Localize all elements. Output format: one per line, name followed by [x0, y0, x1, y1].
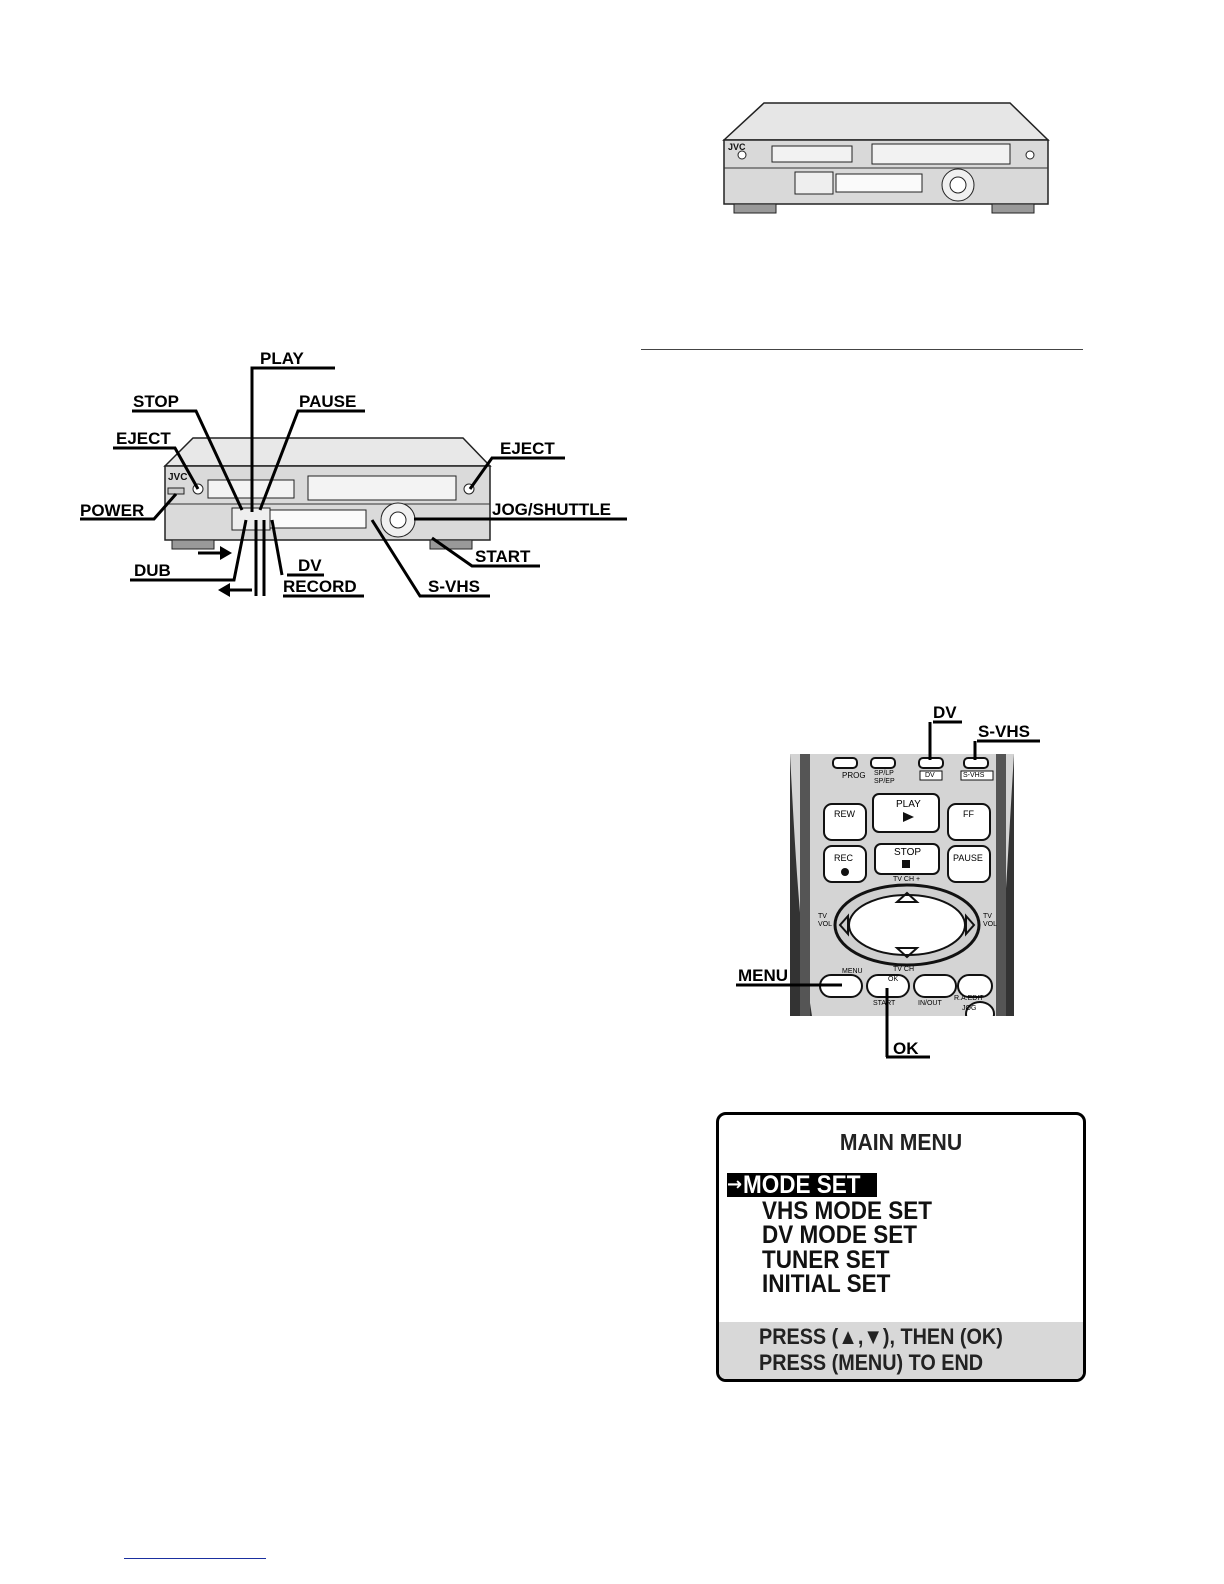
callout-eject-right: EJECT — [500, 439, 555, 458]
vcr-illustration-top: JVC — [722, 102, 1050, 214]
remote-callout-ok: OK — [893, 1039, 919, 1058]
selection-arrow-icon: → — [727, 1174, 743, 1195]
remote-label-jog: JOG — [962, 1005, 977, 1012]
remote-label-stop: STOP — [894, 847, 922, 858]
main-menu-item-vhs-mode-set[interactable]: VHS MODE SET — [762, 1197, 933, 1225]
remote-label-pause: PAUSE — [953, 853, 983, 863]
callout-dub: DUB — [134, 561, 171, 580]
callout-record: RECORD — [283, 577, 357, 596]
callout-stop: STOP — [133, 392, 179, 411]
main-menu-footer: PRESS (▲,▼), THEN (OK) PRESS (MENU) TO E… — [719, 1322, 1083, 1379]
remote-label-sp-ep: SP/EP — [874, 778, 895, 785]
callout-start: START — [475, 547, 531, 566]
callout-play: PLAY — [260, 349, 304, 368]
vcr-brand-front: JVC — [168, 472, 187, 483]
remote-control-diagram — [736, 720, 1040, 1059]
main-menu-title: MAIN MENU — [839, 1129, 963, 1155]
main-menu-item-dv-mode-set[interactable]: DV MODE SET — [762, 1221, 918, 1249]
remote-label-play: PLAY — [896, 799, 921, 810]
main-menu-item-mode-set: MODE SET — [743, 1171, 861, 1199]
remote-label-rec: REC — [834, 853, 854, 863]
main-menu-footer-line1: PRESS (▲,▼), THEN (OK) — [759, 1324, 1003, 1349]
main-menu-item-initial-set[interactable]: INITIAL SET — [762, 1270, 891, 1298]
remote-callout-menu: MENU — [738, 966, 789, 985]
remote-label-tv-ch-bottom: TV CH — [893, 966, 914, 973]
remote-callout-dv: DV — [933, 703, 957, 722]
remote-label-ok: OK — [888, 976, 899, 983]
remote-label-start: START — [873, 1000, 896, 1007]
callout-power: POWER — [80, 501, 145, 520]
remote-label-tv-vol-left: TV VOL — [818, 913, 833, 928]
section-divider — [641, 349, 1083, 350]
remote-label-tv-ch-top: TV CH + — [893, 876, 921, 883]
main-menu-selected-item[interactable]: → MODE SET — [727, 1171, 877, 1199]
remote-label-rew: REW — [834, 809, 855, 819]
remote-callout-s-vhs: S-VHS — [978, 722, 1030, 741]
remote-label-ff: FF — [963, 809, 974, 819]
main-menu-item-tuner-set[interactable]: TUNER SET — [762, 1246, 890, 1274]
callout-jog-shuttle: JOG/SHUTTLE — [492, 500, 612, 519]
callout-pause: PAUSE — [299, 392, 357, 411]
footer-link-underline — [124, 1558, 266, 1559]
callout-eject-left: EJECT — [116, 429, 171, 448]
main-menu-screen: MAIN MENU → MODE SET VHS MODE SET DV MOD… — [716, 1112, 1086, 1382]
remote-label-prog: PROG — [842, 771, 866, 780]
remote-label-dv: DV — [925, 772, 935, 779]
remote-label-s-vhs: S-VHS — [963, 772, 985, 779]
main-menu-footer-line2: PRESS (MENU) TO END — [759, 1350, 984, 1375]
remote-label-tv-vol-right: TV VOL — [983, 913, 998, 928]
vcr-brand-top: JVC — [728, 142, 746, 152]
vcr-front-panel-diagram: JVC — [80, 366, 627, 598]
remote-label-ra-edit: R.A.EDIT — [954, 995, 984, 1002]
callout-s-vhs: S-VHS — [428, 577, 480, 596]
callout-dv: DV — [298, 556, 322, 575]
remote-label-sp-lp: SP/LP — [874, 770, 894, 777]
remote-label-in-out: IN/OUT — [918, 1000, 942, 1007]
remote-label-menu: MENU — [842, 968, 863, 975]
